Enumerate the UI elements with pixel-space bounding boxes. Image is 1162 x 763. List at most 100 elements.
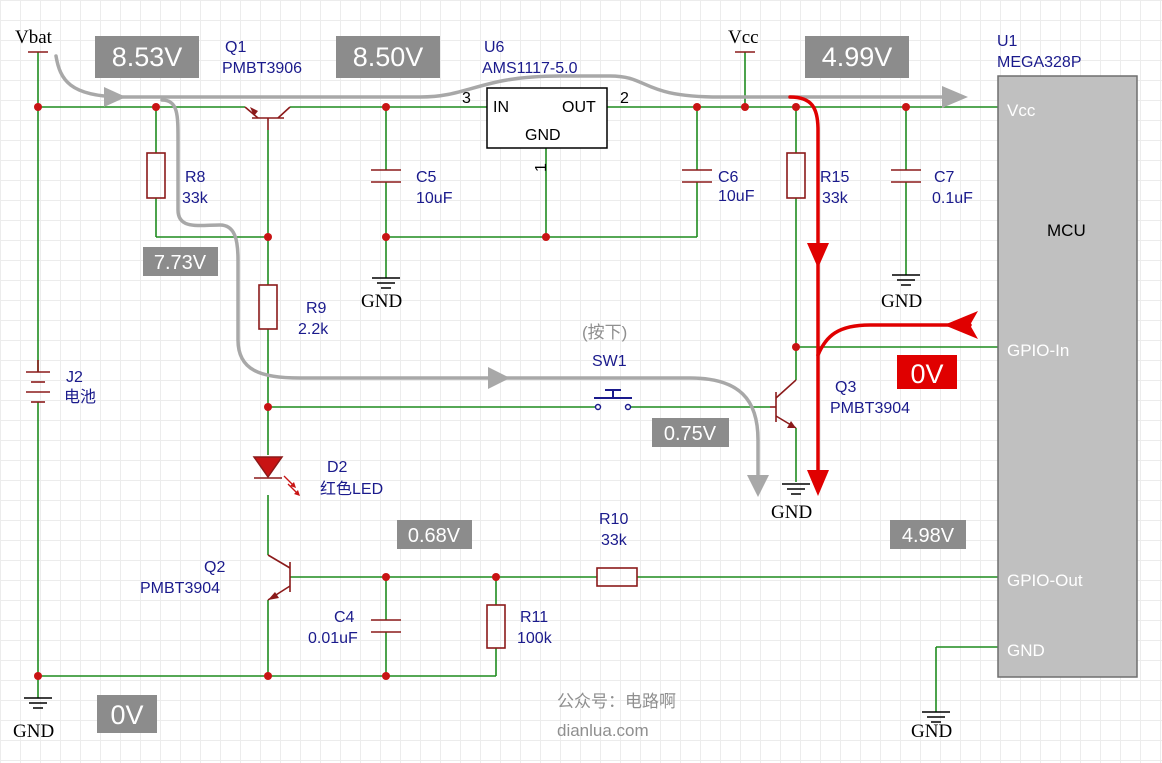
capacitor-c5: [371, 169, 401, 183]
regulator-u6: [486, 87, 608, 149]
gnd-symbol-c5: [372, 277, 400, 289]
highlight-current-path: [788, 95, 978, 496]
junction-dots: [34, 103, 910, 680]
j2-ref: J2: [66, 369, 83, 386]
capacitor-c7: [891, 169, 921, 183]
battery-j2: [26, 360, 50, 403]
transistor-q3: [770, 379, 797, 429]
c7-value: 0.1uF: [932, 190, 973, 207]
r10-value: 33k: [601, 532, 628, 549]
sw1-ref: SW1: [592, 353, 627, 370]
flow-arrow-head-vcc: [942, 86, 968, 108]
watermark-wechat: 公众号：电路啊: [557, 692, 676, 711]
mcu-pin-gpio-in: GPIO-In: [1007, 341, 1069, 360]
gnd-label-c7: GND: [881, 291, 922, 312]
led-d2: [252, 456, 300, 496]
voltage-label-r8-node: 7.73V: [154, 252, 207, 274]
c5-value: 10uF: [416, 190, 453, 207]
gnd-symbol-q3: [782, 483, 810, 495]
gnd-label-q3: GND: [771, 502, 812, 523]
d2-name: 红色LED: [320, 480, 383, 498]
components: [26, 51, 1138, 678]
voltage-label-q1-out: 8.50V: [353, 42, 424, 72]
voltage-label-gpio-out: 4.98V: [902, 525, 955, 547]
mcu-center-label: MCU: [1047, 221, 1086, 240]
ground-symbols: [24, 274, 950, 723]
r11-ref: R11: [520, 609, 548, 626]
q2-ref: Q2: [204, 559, 225, 576]
c7-ref: C7: [934, 169, 955, 186]
u6-pin3: 3: [462, 90, 471, 107]
u6-pin2: 2: [620, 90, 629, 107]
j2-name: 电池: [64, 388, 96, 406]
gnd-symbol-c7: [892, 274, 920, 286]
current-flow-arrows: [54, 54, 968, 497]
capacitor-c6: [682, 169, 712, 183]
vcc-label: Vcc: [728, 27, 759, 48]
c6-value: 10uF: [718, 188, 755, 205]
q1-part: PMBT3906: [222, 60, 302, 77]
q3-part: PMBT3904: [830, 400, 910, 417]
r9-ref: R9: [306, 300, 327, 317]
resistor-r10: [596, 567, 638, 587]
r11-value: 100k: [517, 630, 553, 647]
transistor-q2: [267, 554, 291, 601]
flow-arrow-head-q3: [747, 475, 769, 497]
component-labels: Vbat Vcc Q1 PMBT3906 U6 AMS1117-5.0 IN O…: [13, 27, 1086, 742]
transistor-q1: [244, 106, 291, 130]
r15-value: 33k: [822, 190, 849, 207]
u6-pin-out: OUT: [562, 99, 596, 116]
d2-ref: D2: [327, 459, 348, 476]
resistor-r9: [258, 284, 278, 330]
capacitor-c4: [371, 619, 401, 633]
flow-arrow-head-vbat: [104, 87, 126, 107]
u6-pin-gnd: GND: [525, 127, 561, 144]
q1-ref: Q1: [225, 39, 246, 56]
vbat-label: Vbat: [15, 27, 53, 48]
q3-ref: Q3: [835, 379, 856, 396]
voltage-label-q2-base: 0.68V: [408, 525, 461, 547]
r9-value: 2.2k: [298, 321, 329, 338]
gnd-label-c5: GND: [361, 291, 402, 312]
voltage-label-q3-base: 0.75V: [664, 423, 717, 445]
mcu-pin-vcc: Vcc: [1007, 101, 1036, 120]
flow-arrow-head-sw1: [488, 367, 510, 389]
flow-path-main: [54, 54, 962, 99]
voltage-label-gpio-in: 0V: [910, 359, 943, 389]
mcu-pin-gpio-out: GPIO-Out: [1007, 571, 1083, 590]
r15-ref: R15: [820, 169, 849, 186]
r10-ref: R10: [599, 511, 628, 528]
flow-path-r8: [160, 98, 760, 492]
resistor-r11: [486, 604, 506, 649]
voltage-label-vcc: 4.99V: [822, 42, 893, 72]
c5-ref: C5: [416, 169, 437, 186]
gnd-symbol-mcu: [922, 711, 950, 723]
u6-pin1: 1: [533, 163, 550, 172]
r8-value: 33k: [182, 190, 209, 207]
c4-value: 0.01uF: [308, 630, 358, 647]
resistor-r15: [786, 152, 806, 199]
u6-pin-in: IN: [493, 99, 509, 116]
resistor-r8: [146, 152, 166, 199]
c6-ref: C6: [718, 169, 739, 186]
switch-sw1: [594, 389, 632, 411]
mcu-u1: [997, 75, 1138, 678]
watermark-url: dianlua.com: [557, 721, 649, 740]
gnd-symbol-main: [24, 697, 52, 709]
c4-ref: C4: [334, 609, 355, 626]
u1-ref: U1: [997, 33, 1018, 50]
gnd-label-main: GND: [13, 721, 54, 742]
voltage-label-gnd: 0V: [110, 700, 143, 730]
u6-ref: U6: [484, 39, 505, 56]
q2-part: PMBT3904: [140, 580, 220, 597]
voltage-label-vbat: 8.53V: [112, 42, 183, 72]
sw1-note: (按下): [582, 323, 627, 342]
u1-part: MEGA328P: [997, 54, 1081, 71]
gnd-label-mcu: GND: [911, 721, 952, 742]
voltage-labels: 8.53V 8.50V 4.99V 7.73V 0.75V 0.68V 4.98…: [95, 36, 966, 733]
mcu-pin-gnd: GND: [1007, 641, 1045, 660]
u6-part: AMS1117-5.0: [482, 60, 578, 77]
r8-ref: R8: [185, 169, 206, 186]
